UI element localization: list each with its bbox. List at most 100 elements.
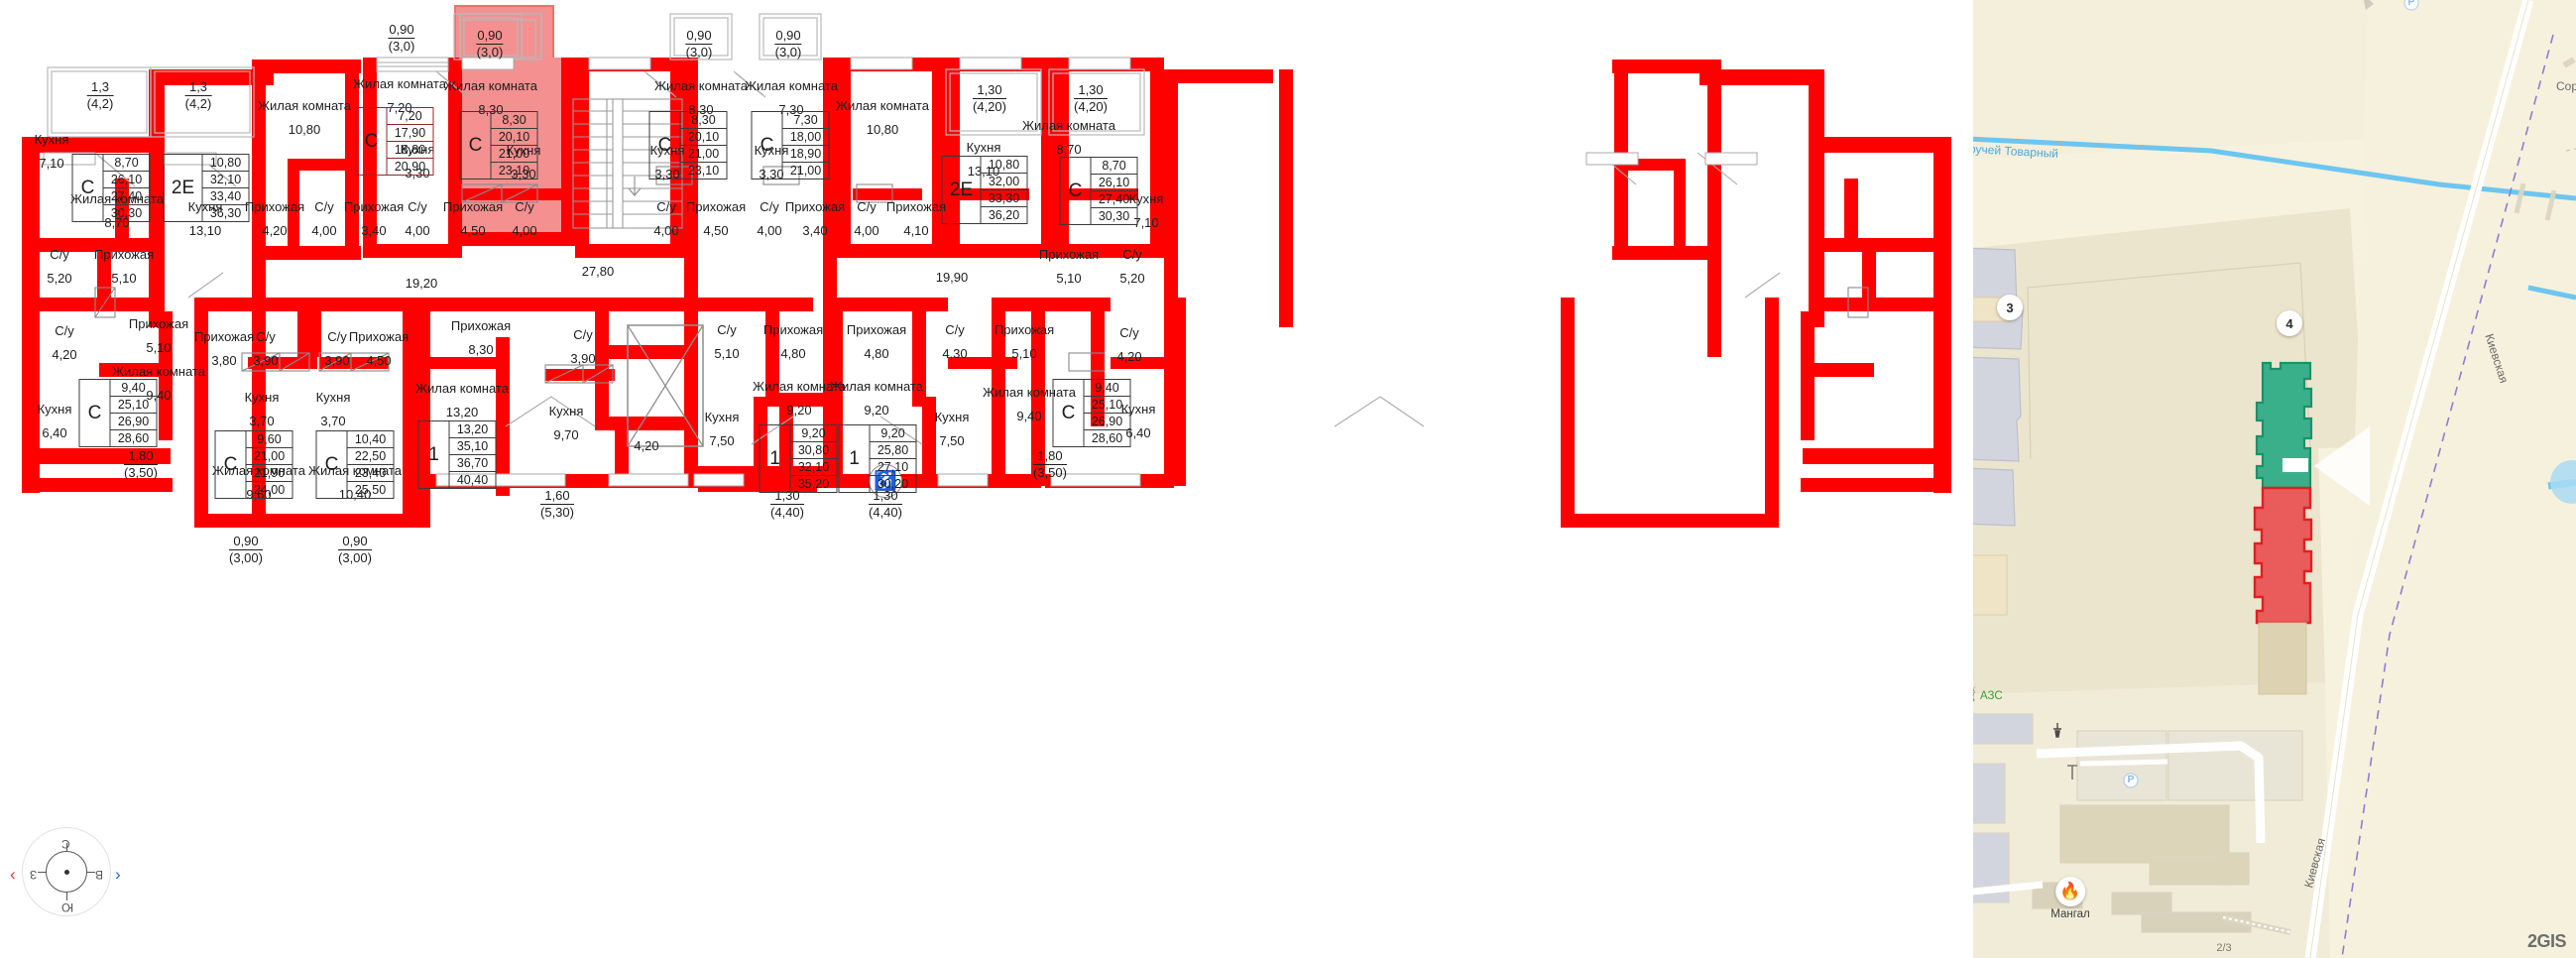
balcony-area: 0,90 bbox=[774, 28, 802, 45]
balcony-full-area: (3,0) bbox=[388, 38, 415, 54]
map-building-red bbox=[2253, 486, 2313, 625]
compass-outer-ring bbox=[22, 827, 111, 916]
map-parking-badge bbox=[2123, 773, 2139, 788]
unit-area-value: 35,10 bbox=[449, 438, 496, 455]
unit-area-value: 8,30 bbox=[680, 112, 727, 129]
map-building-green bbox=[2255, 361, 2313, 490]
dimension-label: 4,20 bbox=[634, 438, 659, 453]
elevator-shaft bbox=[627, 324, 704, 447]
unit-area-value: 21,00 bbox=[491, 146, 537, 163]
balcony-full-area: (4,2) bbox=[184, 95, 212, 111]
map-marker[interactable]: 4 bbox=[2277, 310, 2302, 336]
unit-area-value: 27,40 bbox=[1091, 191, 1137, 208]
unit-area-value: 9,40 bbox=[110, 380, 157, 397]
compass-tick-s bbox=[65, 892, 68, 900]
unit-area-value: 17,90 bbox=[387, 125, 433, 142]
unit-area-value: 9,60 bbox=[246, 431, 293, 448]
thin-construction-lines bbox=[47, 13, 1145, 138]
compass-rose[interactable]: С Ю З В ‹ › bbox=[8, 813, 125, 930]
balcony-label: 0,90(3,0) bbox=[685, 28, 713, 60]
interior-doors bbox=[94, 166, 1869, 384]
unit-area-value: 20,10 bbox=[680, 129, 727, 146]
unit-area-value: 25,10 bbox=[1084, 397, 1130, 414]
balcony-area: 0,90 bbox=[476, 28, 504, 45]
balcony-label: 1,80(3,50) bbox=[124, 448, 158, 480]
unit-area-value: 10,40 bbox=[347, 431, 394, 448]
unit-area-value: 30,30 bbox=[1098, 208, 1130, 223]
unit-area-value: 8,30 bbox=[491, 112, 537, 129]
unit-type-code: C bbox=[80, 177, 95, 198]
unit-area-value: 26,90 bbox=[110, 414, 157, 430]
balcony-full-area: (3,00) bbox=[338, 549, 372, 565]
unit-area-value: 30,80 bbox=[790, 442, 837, 459]
compass-prev-arrow[interactable]: ‹ bbox=[10, 865, 16, 884]
unit-area-value: 36,70 bbox=[449, 455, 496, 472]
balcony-label: 0,90(3,00) bbox=[338, 534, 372, 565]
unit-area-value: 23,10 bbox=[498, 163, 530, 178]
unit-area-value: 27,40 bbox=[103, 188, 150, 205]
unit-type-code: C bbox=[657, 134, 672, 156]
unit-area-value: 21,00 bbox=[789, 163, 822, 178]
unit-type-code: 1 bbox=[849, 447, 860, 469]
unit-type-code: 2E bbox=[171, 177, 195, 198]
unit-area-value: 18,80 bbox=[387, 142, 433, 159]
unit-area-value: 7,30 bbox=[782, 112, 829, 129]
unit-area-value: 26,10 bbox=[1091, 175, 1137, 191]
compass-label-west: З bbox=[30, 868, 38, 882]
unit-area-value: 25,80 bbox=[870, 442, 916, 459]
map-poi-grill[interactable]: 🔥 Мангал bbox=[2050, 877, 2090, 920]
unit-type-code: 1 bbox=[428, 443, 439, 465]
map-panel[interactable]: ручей Товарный Сор Киевская Киевская 2/3… bbox=[1973, 0, 2576, 958]
map-gas-station-label: АЗС bbox=[1979, 690, 2003, 702]
map-roads bbox=[1973, 0, 2576, 958]
balcony-full-area: (4,2) bbox=[86, 95, 114, 111]
unit-area-value: 25,10 bbox=[110, 397, 157, 414]
balcony-area: 1,30 bbox=[1074, 82, 1108, 99]
dimension-label: 19,90 bbox=[935, 270, 969, 285]
balcony-full-area: (3,0) bbox=[685, 44, 713, 60]
compass-next-arrow[interactable]: › bbox=[115, 865, 121, 884]
unit-area-value: 10,80 bbox=[202, 155, 249, 172]
unit-type-code: C bbox=[468, 134, 483, 156]
balcony-full-area: (4,40) bbox=[869, 504, 902, 520]
flame-icon: 🔥 bbox=[2054, 877, 2085, 906]
map-marker[interactable]: 3 bbox=[1997, 295, 2023, 320]
floor-plan-drawing bbox=[22, 5, 1951, 528]
exterior-walls bbox=[22, 58, 1951, 528]
balcony-label: 1,60(5,30) bbox=[540, 488, 574, 520]
balcony-full-area: (3,50) bbox=[1033, 464, 1067, 480]
unit-area-value: 8,70 bbox=[103, 155, 150, 172]
gis-watermark: 2GIS bbox=[2526, 931, 2567, 951]
balcony-area: 0,90 bbox=[685, 28, 713, 45]
unit-type-code: C bbox=[324, 453, 339, 475]
map-svg bbox=[1973, 0, 2576, 958]
map-parking-label: P bbox=[2127, 775, 2135, 785]
unit-area-value: 36,30 bbox=[209, 205, 242, 220]
unit-area-value: 24,00 bbox=[253, 482, 286, 497]
unit-area-value: 20,10 bbox=[491, 129, 537, 146]
balcony-full-area: (4,20) bbox=[973, 98, 1006, 114]
